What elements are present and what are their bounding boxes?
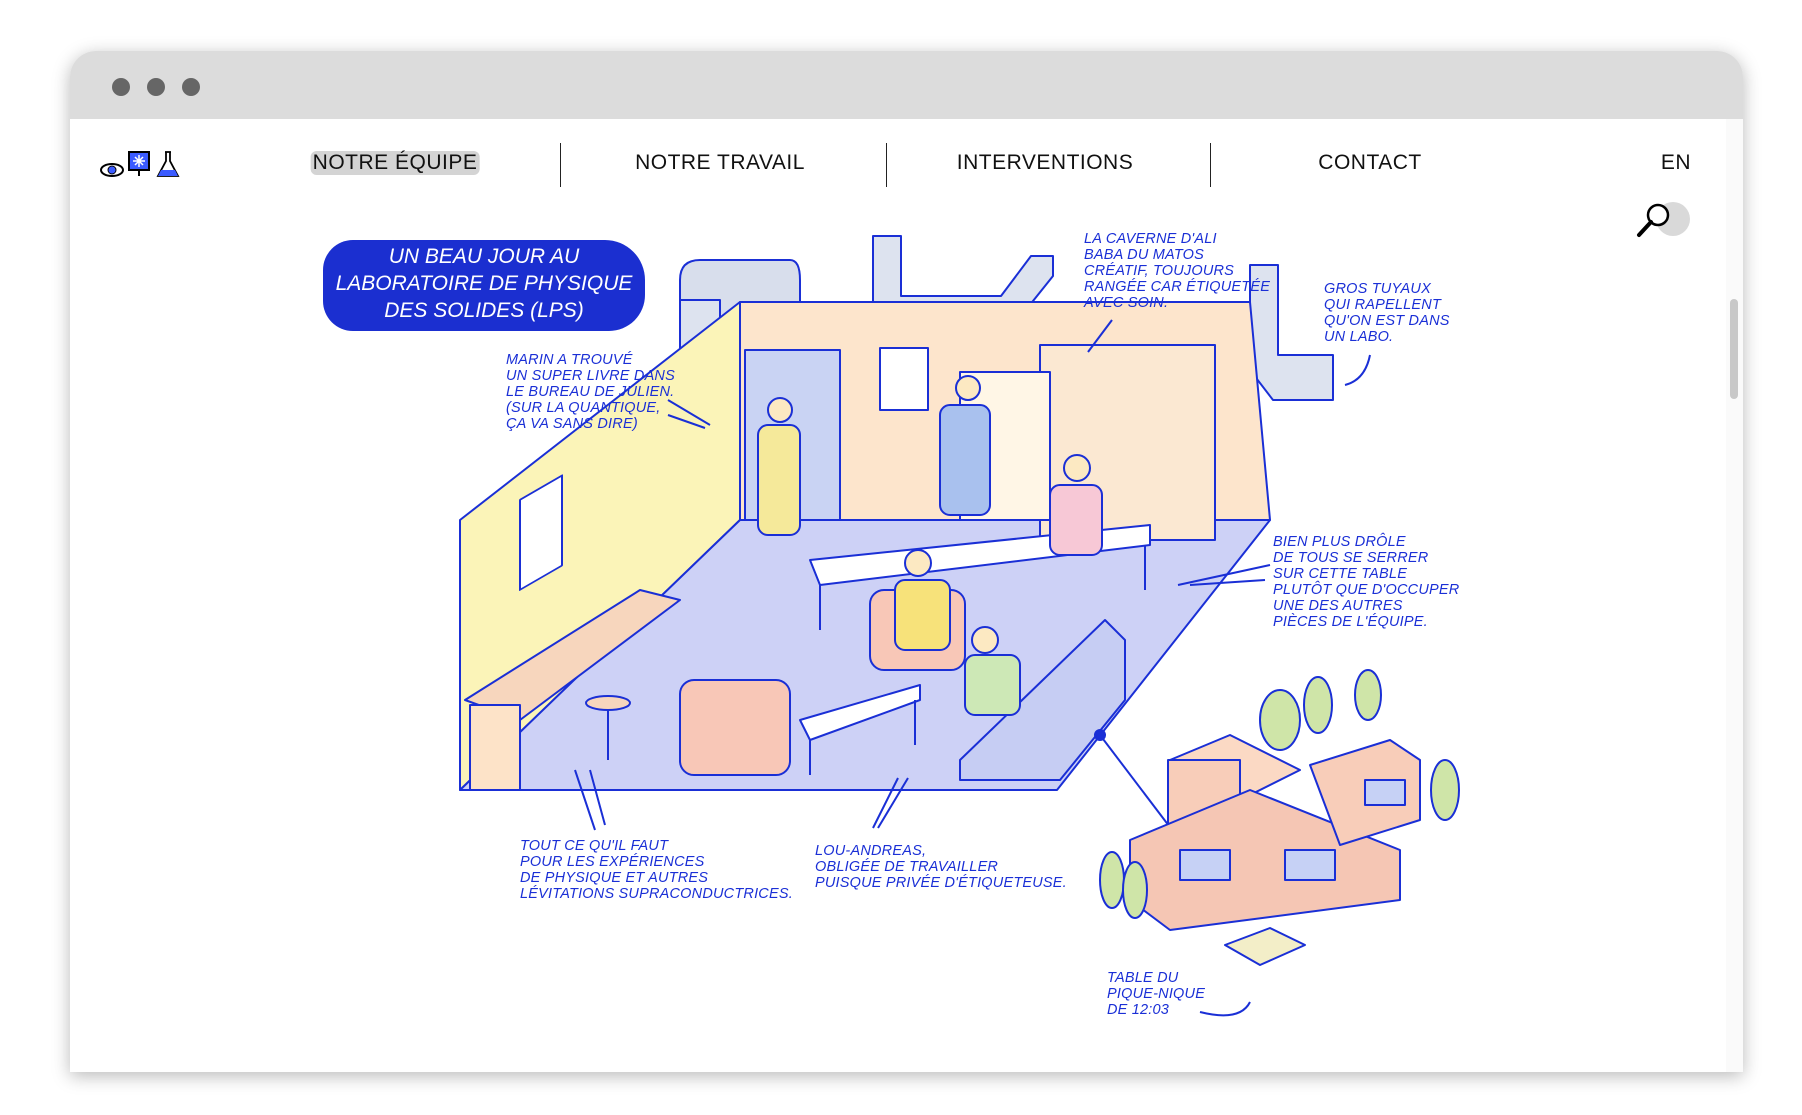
annotation-tuyaux: GROS TUYAUX QUI RAPELLENT QU'ON EST DANS… xyxy=(1324,281,1450,345)
person xyxy=(894,579,951,651)
person xyxy=(955,375,981,401)
nav-notre-equipe[interactable]: NOTRE ÉQUIPE xyxy=(310,151,480,175)
stool xyxy=(585,695,631,711)
nav-divider xyxy=(886,143,887,187)
tree xyxy=(1430,759,1460,821)
coffee-table xyxy=(799,684,921,741)
nav-divider xyxy=(560,143,561,187)
armchair xyxy=(679,679,791,776)
person xyxy=(1049,484,1103,556)
window-minimize-button[interactable] xyxy=(147,78,165,96)
annotation-marin: MARIN A TROUVÉ UN SUPER LIVRE DANS LE BU… xyxy=(506,352,675,432)
language-switch[interactable]: EN xyxy=(1660,151,1692,174)
nav-notre-travail[interactable]: NOTRE TRAVAIL xyxy=(635,151,805,174)
person xyxy=(1063,454,1091,482)
magnifier-icon xyxy=(1637,202,1690,237)
annotation-table: BIEN PLUS DRÔLE DE TOUS SE SERRER SUR CE… xyxy=(1273,534,1460,630)
sofa xyxy=(959,619,1126,781)
annotation-pique-nique: TABLE DU PIQUE-NIQUE DE 12:03 xyxy=(1107,970,1206,1018)
person xyxy=(939,404,991,516)
nav-contact[interactable]: CONTACT xyxy=(1318,151,1422,174)
annotation-caverne: LA CAVERNE D'ALI BABA DU MATOS CRÉATIF, … xyxy=(1084,231,1271,311)
poster xyxy=(519,474,563,591)
eye-icon xyxy=(100,163,124,177)
person xyxy=(767,397,793,423)
browser-window: NOTRE ÉQUIPE NOTRE TRAVAIL INTERVENTIONS… xyxy=(70,51,1743,1072)
window-maximize-button[interactable] xyxy=(182,78,200,96)
nav-divider xyxy=(1210,143,1211,187)
flask-icon xyxy=(156,151,180,177)
nav-interventions[interactable]: INTERVENTIONS xyxy=(956,151,1134,174)
illustration-title: UN BEAU JOUR AU LABORATOIRE DE PHYSIQUE … xyxy=(323,240,645,331)
person xyxy=(757,424,801,536)
window-close-button[interactable] xyxy=(112,78,130,96)
snowflake-screen-icon xyxy=(128,151,150,176)
tree xyxy=(1259,689,1301,751)
picnic-table xyxy=(1224,927,1306,966)
annotation-lou: LOU-ANDREAS, OBLIGÉE DE TRAVAILLER PUISQ… xyxy=(815,843,1067,891)
tree xyxy=(1099,851,1125,909)
search-button[interactable] xyxy=(1630,201,1690,241)
workbench-leg xyxy=(469,704,521,791)
poster xyxy=(879,347,929,411)
person xyxy=(904,549,932,577)
tree xyxy=(1354,669,1382,721)
person xyxy=(971,626,999,654)
tree xyxy=(1303,676,1333,734)
title-bar xyxy=(70,51,1743,119)
tree xyxy=(1122,861,1148,919)
person xyxy=(964,654,1021,716)
site-logo[interactable] xyxy=(99,150,181,178)
scrollbar-thumb[interactable] xyxy=(1730,299,1738,399)
annotation-experiences: TOUT CE QU'IL FAUT POUR LES EXPÉRIENCES … xyxy=(520,838,793,902)
